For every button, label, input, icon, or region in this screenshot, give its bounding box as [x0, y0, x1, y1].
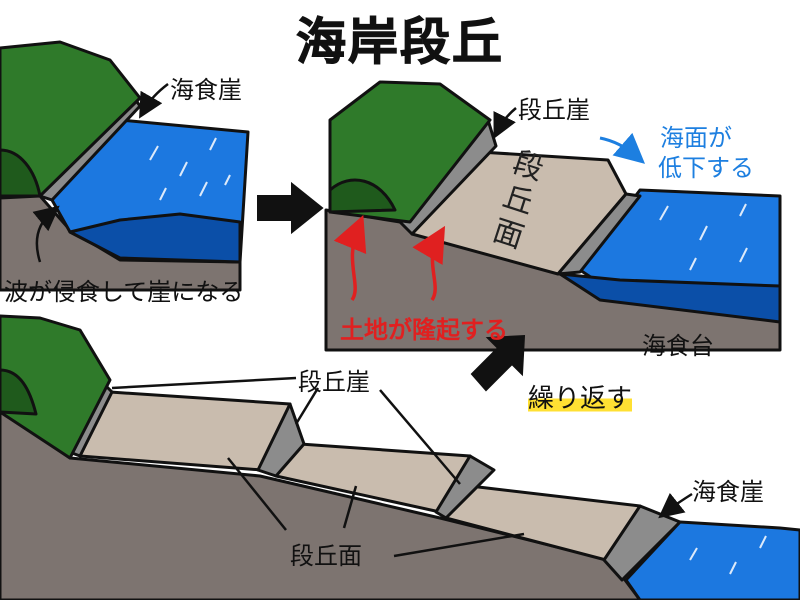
panel2-sea-deep: [558, 272, 782, 324]
uplift-arrow-right: [412, 225, 446, 302]
panel3-sea-cliff-label: 海食崖: [692, 478, 764, 506]
panel3-wave-marks: [689, 535, 767, 575]
panel3-terrace-1: [78, 390, 292, 472]
panel2-sea-drop-line2: 低下する: [658, 154, 754, 182]
panel2-uplift-label: 土地が隆起する: [340, 316, 508, 344]
panel3-leader-lines: [111, 376, 693, 558]
panel1-wave-marks: [149, 137, 231, 201]
panel3-forest: [0, 314, 112, 460]
panel1-wave-caption: 波が侵食して崖になる: [4, 278, 244, 306]
page-title: 海岸段丘: [296, 13, 504, 72]
panel3-cliff-2: [256, 402, 306, 478]
panel2-terrace-cliff-label: 段丘崖: [518, 96, 590, 124]
panel1-sea-cliff-label: 海食崖: [170, 76, 242, 104]
panel2-arrows: [493, 107, 517, 139]
sea-drop-arrow: [599, 132, 646, 164]
panel2-wave-marks: [659, 203, 748, 271]
panel2-sea-drop-line1: 海面が: [660, 124, 732, 152]
panel1-sea-deep: [68, 212, 242, 264]
panel2-platform-label: 海食台: [642, 332, 714, 360]
panel3-terrace-surface-label: 段丘面: [290, 542, 362, 570]
repeat-label: 繰り返す: [528, 378, 633, 415]
panel-3-repeated-terraces: [0, 314, 800, 602]
panel3-terrace-cliff-label: 段丘崖: [298, 368, 370, 396]
transition-arrow-right: [257, 181, 324, 235]
panel2-platform-edge: [556, 192, 642, 276]
panel1-arrows: [32, 83, 169, 263]
transition-arrow-down: [470, 334, 526, 392]
uplift-arrow-left: [333, 215, 367, 302]
panel3-cliff-3: [434, 454, 496, 520]
